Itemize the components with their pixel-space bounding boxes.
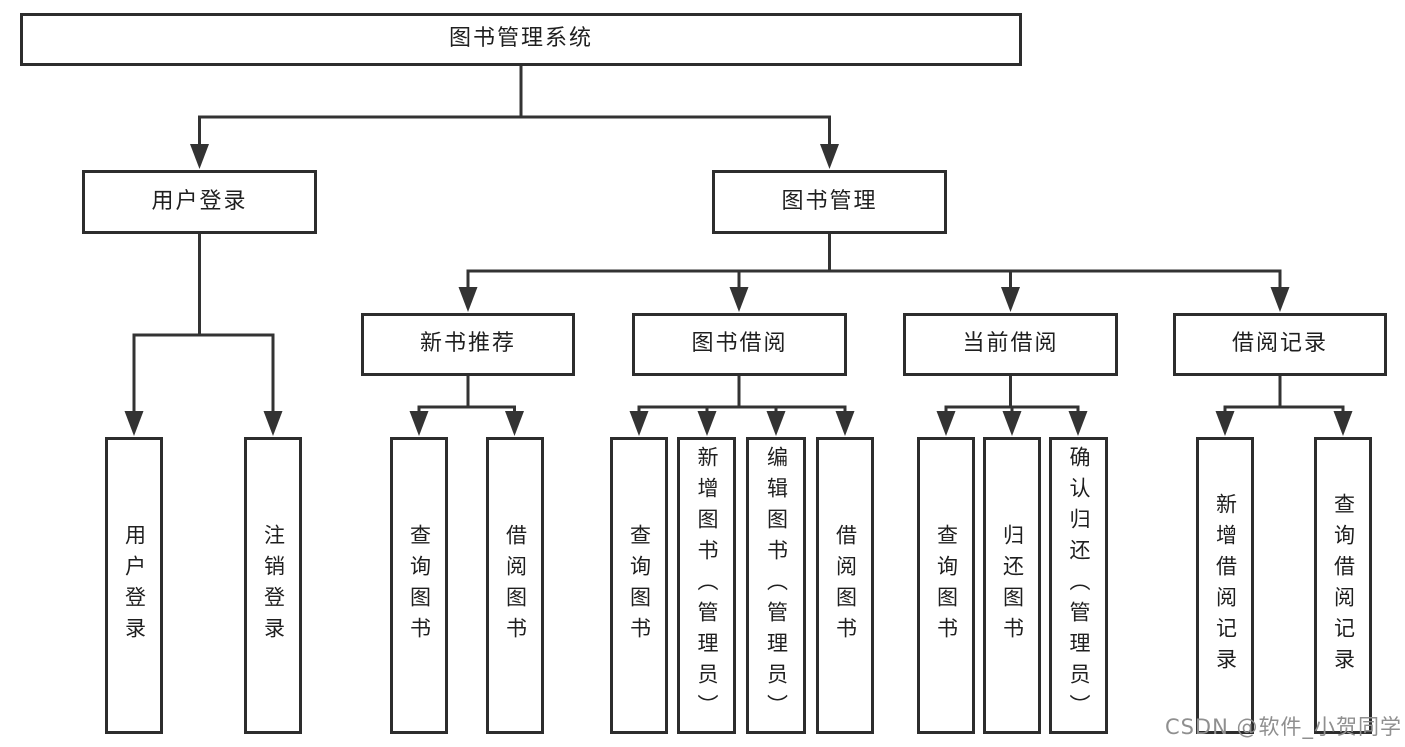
- node-borrowing-add-books-label: 新增图书（管理员）: [695, 446, 719, 725]
- node-book-management-label: 图书管理: [781, 188, 878, 214]
- node-current-confirm-return-label: 确认归还（管理员）: [1067, 446, 1091, 725]
- node-logout-label: 注销登录: [261, 523, 286, 648]
- node-current-confirm-return: 确认归还（管理员）: [1049, 437, 1108, 734]
- node-borrowing-query-books-label: 查询图书: [627, 523, 652, 648]
- node-current-borrowing: 当前借阅: [903, 313, 1118, 376]
- node-root-label: 图书管理系统: [448, 26, 593, 52]
- node-login-label: 用户登录: [122, 523, 147, 648]
- node-login: 用户登录: [105, 437, 163, 734]
- node-recommend-borrow-books-label: 借阅图书: [503, 523, 528, 648]
- node-new-book-recommend-label: 新书推荐: [419, 331, 516, 357]
- node-recommend-query-books: 查询图书: [390, 437, 448, 734]
- node-root: 图书管理系统: [20, 13, 1022, 66]
- node-borrowing-records: 借阅记录: [1173, 313, 1387, 376]
- node-borrowing-query-books: 查询图书: [610, 437, 668, 734]
- node-current-return-books-label: 归还图书: [1000, 523, 1025, 648]
- node-records-add-record-label: 新增借阅记录: [1213, 492, 1238, 679]
- node-current-query-books-label: 查询图书: [934, 523, 959, 648]
- node-borrowing-borrow-books: 借阅图书: [816, 437, 874, 734]
- node-borrowing-records-label: 借阅记录: [1231, 331, 1328, 357]
- node-recommend-borrow-books: 借阅图书: [486, 437, 544, 734]
- node-book-borrowing-label: 图书借阅: [691, 331, 788, 357]
- node-records-query-record: 查询借阅记录: [1314, 437, 1372, 734]
- arrowheads: [124, 144, 1353, 436]
- csdn-watermark: CSDN @软件_小贺同学: [1164, 715, 1402, 739]
- node-borrowing-edit-books-label: 编辑图书（管理员）: [764, 446, 789, 725]
- node-borrowing-edit-books: 编辑图书（管理员）: [746, 437, 806, 734]
- node-records-query-record-label: 查询借阅记录: [1331, 492, 1356, 679]
- node-user-login-label: 用户登录: [151, 188, 248, 214]
- node-user-login: 用户登录: [82, 170, 317, 234]
- node-records-add-record: 新增借阅记录: [1196, 437, 1254, 734]
- node-new-book-recommend: 新书推荐: [361, 313, 575, 376]
- node-recommend-query-books-label: 查询图书: [407, 523, 432, 648]
- node-current-query-books: 查询图书: [917, 437, 975, 734]
- node-book-management: 图书管理: [712, 170, 947, 234]
- node-current-return-books: 归还图书: [983, 437, 1041, 734]
- node-logout: 注销登录: [244, 437, 302, 734]
- node-book-borrowing: 图书借阅: [632, 313, 847, 376]
- node-current-borrowing-label: 当前借阅: [962, 331, 1059, 357]
- node-borrowing-borrow-books-label: 借阅图书: [833, 523, 858, 648]
- node-borrowing-add-books: 新增图书（管理员）: [677, 437, 736, 734]
